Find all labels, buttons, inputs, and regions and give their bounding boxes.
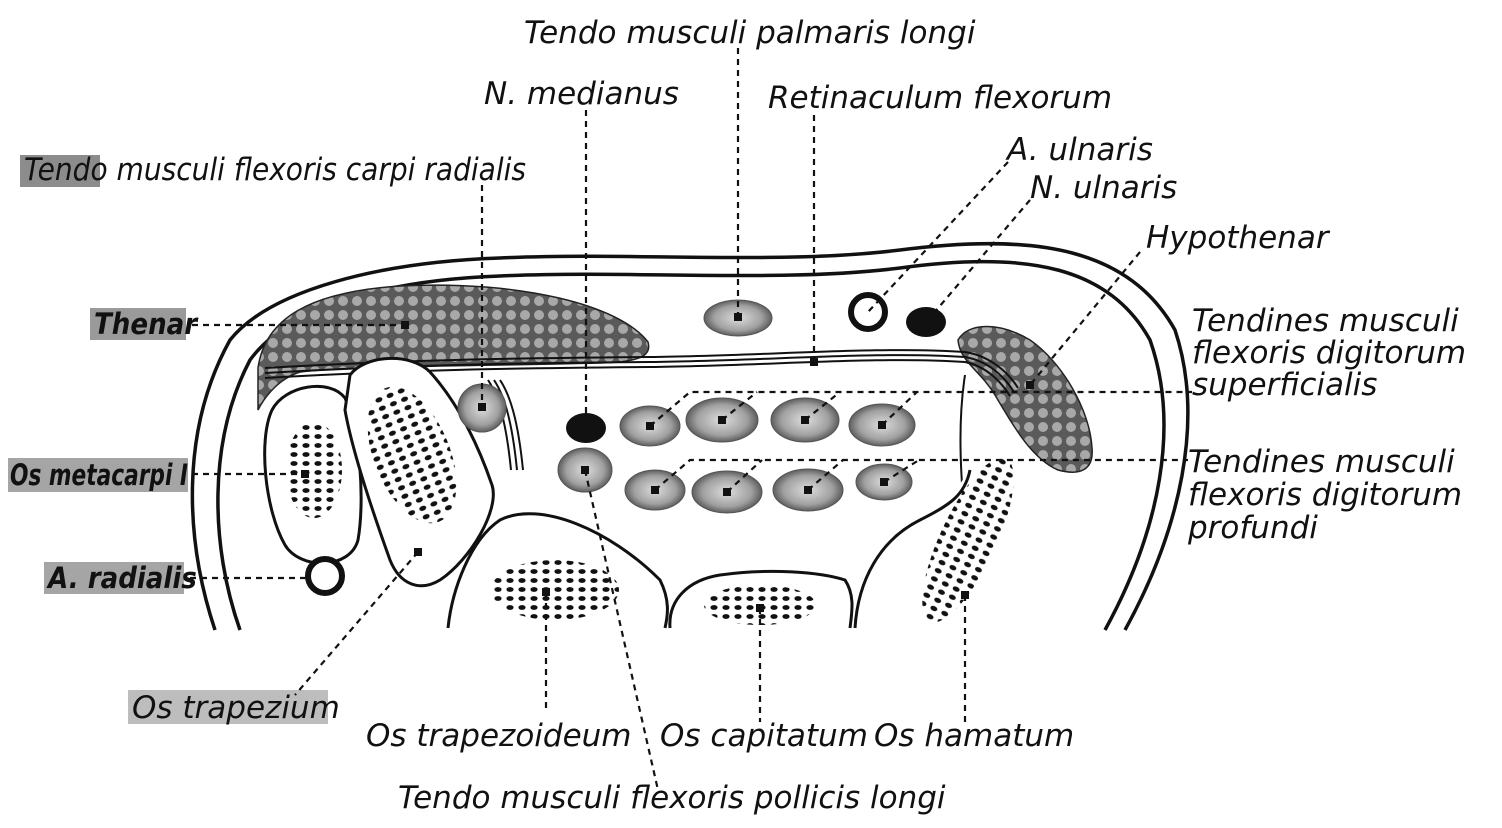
a-radialis-shape bbox=[305, 556, 345, 596]
shade-tendo-fcr bbox=[20, 155, 100, 187]
os-trapezoideum-texture bbox=[491, 560, 619, 620]
label-tendo-fcr: Tendo musculi flexoris carpi radialis bbox=[24, 152, 526, 188]
os-metacarpi-texture bbox=[286, 422, 342, 518]
os-hamatum-bone bbox=[853, 469, 972, 629]
label-os-trapezium: Os trapezium bbox=[132, 690, 340, 726]
label-tfds-line1: Tendines musculi bbox=[1192, 303, 1459, 339]
skin-outline-outer bbox=[190, 241, 1190, 631]
label-a-radialis: A. radialis bbox=[46, 561, 197, 595]
label-n-ulnaris: N. ulnaris bbox=[1030, 170, 1177, 206]
label-hypothenar: Hypothenar bbox=[1146, 220, 1331, 256]
label-os-capitatum: Os capitatum bbox=[660, 718, 868, 754]
label-tfdp-line3: profundi bbox=[1187, 510, 1318, 546]
skin-outline-inner bbox=[216, 259, 1166, 631]
n-ulnaris-shape bbox=[906, 307, 946, 337]
a-ulnaris-shape bbox=[848, 292, 888, 332]
shade-os-trapezium bbox=[128, 690, 328, 724]
shade-thenar bbox=[90, 308, 186, 340]
label-tfdp-line1: Tendines musculi bbox=[1188, 444, 1455, 480]
label-retinaculum-flexorum: Retinaculum flexorum bbox=[768, 80, 1112, 116]
label-thenar: Thenar bbox=[94, 307, 199, 341]
label-a-ulnaris: A. ulnaris bbox=[1005, 132, 1153, 168]
label-tfds-line2: flexoris digitorum bbox=[1192, 335, 1466, 371]
os-trapezium-texture bbox=[367, 386, 457, 524]
label-os-hamatum: Os hamatum bbox=[874, 718, 1074, 754]
label-n-medianus: N. medianus bbox=[484, 76, 679, 112]
label-tendo-palmaris-longi: Tendo musculi palmaris longi bbox=[524, 15, 976, 51]
label-tendo-fpl: Tendo musculi flexoris pollicis longi bbox=[398, 780, 946, 816]
shade-os-metacarpi bbox=[8, 458, 188, 492]
marker-dots bbox=[301, 313, 1034, 612]
label-tfdp-line2: flexoris digitorum bbox=[1188, 477, 1462, 513]
label-tfds-line3: superficialis bbox=[1192, 367, 1377, 403]
leader-lines bbox=[190, 48, 1192, 791]
label-os-metacarpi: Os metacarpi I bbox=[10, 458, 188, 492]
os-hamatum-texture bbox=[922, 457, 1014, 623]
hypothenar-muscle bbox=[957, 325, 1093, 473]
label-os-trapezoideum: Os trapezoideum bbox=[366, 718, 632, 754]
shade-a-radialis bbox=[44, 562, 184, 594]
